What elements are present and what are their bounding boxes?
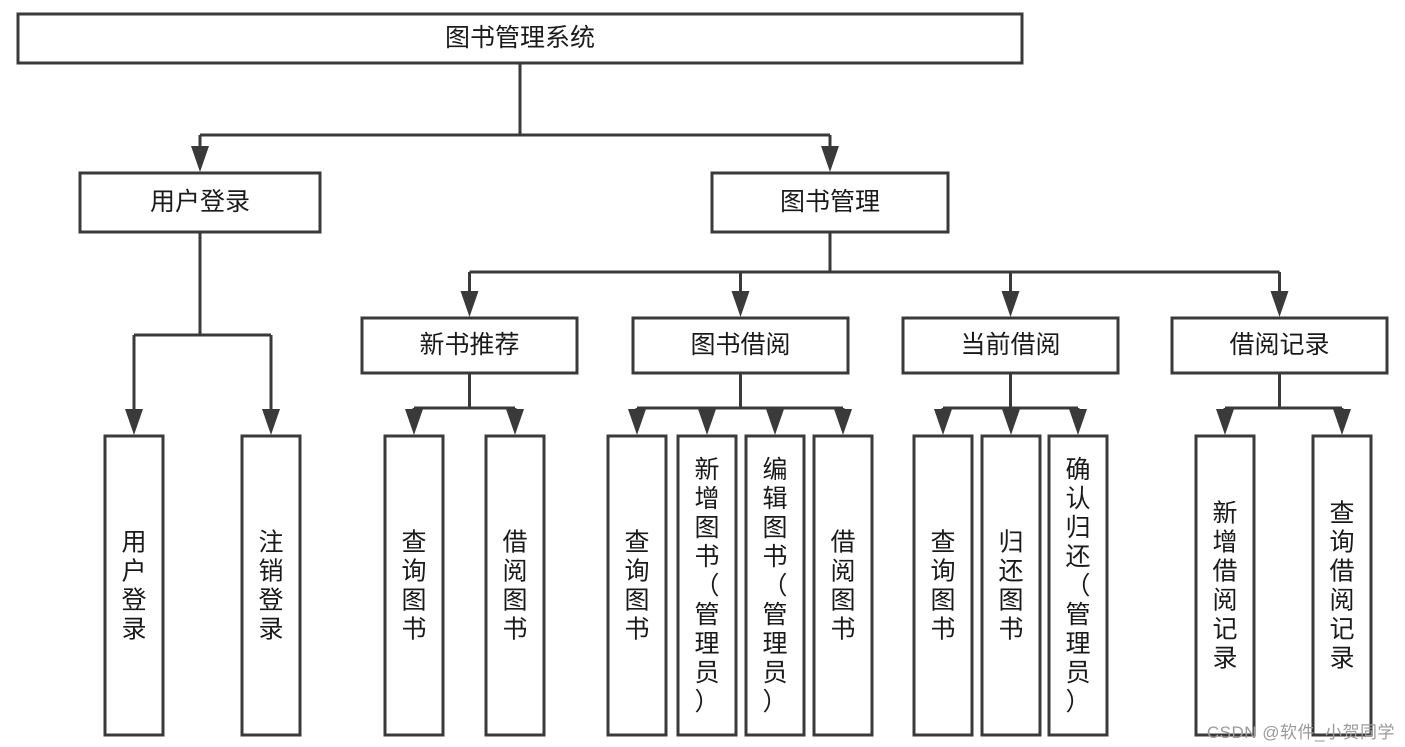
node-box-leaf-query-book-rec — [383, 434, 445, 737]
arrowhead-icon — [1333, 409, 1351, 435]
arrowhead-icon — [834, 409, 852, 435]
node-box-borrow-record — [1170, 316, 1389, 375]
node-leaf-user-login[interactable]: 用户登录 — [103, 434, 165, 737]
node-label-leaf-query-book-borrow: 查询图书 — [624, 529, 649, 644]
node-box-leaf-edit-book-admin — [744, 434, 806, 737]
node-leaf-edit-book-admin[interactable]: 编辑图书（管理员） — [744, 434, 806, 737]
node-leaf-add-borrow-record[interactable]: 新增借阅记录 — [1194, 434, 1256, 737]
node-box-current-borrow — [901, 316, 1120, 375]
node-label-leaf-query-borrow-record: 查询借阅记录 — [1329, 500, 1354, 673]
connector-book-manage-to-level3 — [460, 232, 1289, 317]
arrowhead-icon — [731, 291, 750, 317]
node-leaf-return-book[interactable]: 归还图书 — [980, 434, 1042, 737]
node-box-root — [16, 12, 1024, 65]
arrowhead-icon — [1002, 409, 1020, 435]
node-leaf-add-book-admin[interactable]: 新增图书（管理员） — [676, 434, 738, 737]
node-leaf-borrow-book-rec[interactable]: 借阅图书 — [484, 434, 546, 737]
node-box-leaf-query-book-current — [912, 434, 974, 737]
node-new-book-recommend[interactable]: 新书推荐 — [360, 316, 579, 375]
node-label-leaf-user-login: 用户登录 — [121, 529, 146, 644]
node-label-book-manage: 图书管理 — [780, 188, 880, 216]
node-box-user-login — [78, 171, 322, 234]
node-label-root: 图书管理系统 — [445, 24, 595, 52]
node-leaf-borrow-book[interactable]: 借阅图书 — [812, 434, 874, 737]
node-current-borrow[interactable]: 当前借阅 — [901, 316, 1120, 375]
node-label-leaf-confirm-return-admin: 确认归还（管理员） — [1065, 456, 1090, 716]
arrowhead-icon — [628, 409, 646, 435]
node-book-manage[interactable]: 图书管理 — [710, 171, 950, 234]
node-leaf-query-borrow-record[interactable]: 查询借阅记录 — [1311, 434, 1373, 737]
arrowhead-icon — [821, 146, 839, 172]
node-label-new-book-recommend: 新书推荐 — [419, 331, 519, 359]
arrowhead-icon — [1270, 291, 1289, 317]
connector-root-to-level2 — [191, 63, 839, 172]
node-label-borrow-record: 借阅记录 — [1229, 331, 1329, 359]
node-label-book-borrow: 图书借阅 — [690, 331, 790, 359]
connector-user-login-to-leaves — [125, 232, 280, 435]
arrowhead-icon — [262, 409, 280, 435]
node-label-leaf-add-borrow-record: 新增借阅记录 — [1212, 500, 1237, 673]
arrowhead-icon — [766, 409, 784, 435]
node-label-leaf-add-book-admin: 新增图书（管理员） — [694, 456, 719, 716]
node-label-current-borrow: 当前借阅 — [960, 331, 1060, 359]
node-box-leaf-add-book-admin — [676, 434, 738, 737]
node-box-leaf-add-borrow-record — [1194, 434, 1256, 737]
arrowhead-icon — [1069, 409, 1087, 435]
node-borrow-record[interactable]: 借阅记录 — [1170, 316, 1389, 375]
node-leaf-confirm-return-admin[interactable]: 确认归还（管理员） — [1047, 434, 1109, 737]
arrowhead-icon — [460, 291, 479, 317]
arrowhead-icon — [506, 409, 524, 435]
arrowhead-icon — [1216, 409, 1234, 435]
node-box-leaf-user-login — [103, 434, 165, 737]
arrowhead-icon — [125, 409, 143, 435]
node-box-book-borrow — [631, 316, 850, 375]
node-box-leaf-confirm-return-admin — [1047, 434, 1109, 737]
node-root[interactable]: 图书管理系统 — [16, 12, 1024, 65]
node-box-leaf-borrow-book-rec — [484, 434, 546, 737]
node-book-borrow[interactable]: 图书借阅 — [631, 316, 850, 375]
node-leaf-query-book-current[interactable]: 查询图书 — [912, 434, 974, 737]
connector-borrow-record-to-leaves — [1216, 373, 1351, 435]
node-box-leaf-query-book-borrow — [606, 434, 668, 737]
connector-layer — [125, 63, 1351, 435]
node-label-leaf-borrow-book-rec: 借阅图书 — [502, 529, 527, 644]
node-leaf-query-book-rec[interactable]: 查询图书 — [383, 434, 445, 737]
node-label-leaf-return-book: 归还图书 — [998, 529, 1023, 644]
node-label-leaf-borrow-book: 借阅图书 — [830, 529, 855, 644]
node-box-book-manage — [710, 171, 950, 234]
node-leaf-user-logout[interactable]: 注销登录 — [240, 434, 302, 737]
arrowhead-icon — [934, 409, 952, 435]
node-box-leaf-query-borrow-record — [1311, 434, 1373, 737]
node-label-leaf-edit-book-admin: 编辑图书（管理员） — [762, 456, 787, 716]
connector-current-borrow-to-leaves — [934, 373, 1087, 435]
node-leaf-query-book-borrow[interactable]: 查询图书 — [606, 434, 668, 737]
node-box-leaf-return-book — [980, 434, 1042, 737]
arrowhead-icon — [405, 409, 423, 435]
node-label-user-login: 用户登录 — [150, 188, 250, 216]
node-box-new-book-recommend — [360, 316, 579, 375]
arrowhead-icon — [698, 409, 716, 435]
arrowhead-icon — [191, 146, 209, 172]
arrowhead-icon — [1001, 291, 1020, 317]
node-box-leaf-borrow-book — [812, 434, 874, 737]
node-label-leaf-query-book-current: 查询图书 — [930, 529, 955, 644]
node-label-leaf-user-logout: 注销登录 — [258, 529, 283, 644]
node-user-login[interactable]: 用户登录 — [78, 171, 322, 234]
connector-book-borrow-to-leaves — [628, 373, 852, 435]
node-layer: 图书管理系统用户登录图书管理新书推荐图书借阅当前借阅借阅记录用户登录注销登录查询… — [16, 12, 1389, 737]
node-box-leaf-user-logout — [240, 434, 302, 737]
node-label-leaf-query-book-rec: 查询图书 — [401, 529, 426, 644]
connector-new-book-rec-to-leaves — [405, 373, 524, 435]
